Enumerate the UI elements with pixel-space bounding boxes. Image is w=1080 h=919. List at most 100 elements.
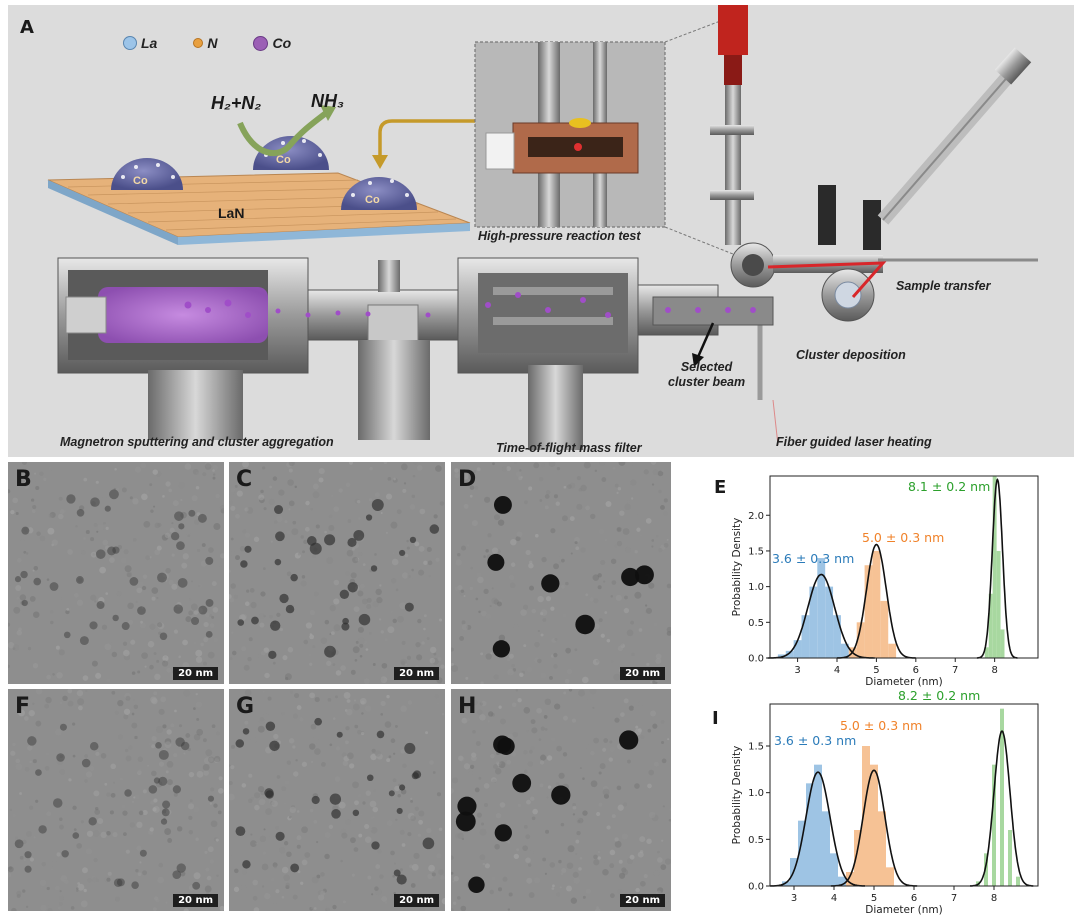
tem-noise [357, 590, 364, 597]
tem-noise [538, 476, 544, 482]
tem-noise [352, 781, 359, 789]
tem-noise [660, 477, 667, 483]
nanoparticle [20, 570, 28, 579]
nanoparticle [429, 524, 440, 534]
tem-noise [84, 779, 88, 783]
tem-noise [481, 822, 485, 826]
tem-noise [287, 646, 294, 653]
tem-noise [254, 804, 260, 811]
tem-noise [638, 628, 643, 632]
tem-noise [151, 596, 156, 601]
tem-noise [195, 649, 203, 657]
tem-noise [536, 707, 542, 714]
tem-noise [328, 525, 335, 532]
series-label: 5.0 ± 0.3 nm [840, 718, 922, 733]
tem-noise [649, 710, 657, 717]
tem-noise [395, 818, 398, 821]
tem-noise [315, 524, 320, 529]
tem-noise [515, 536, 521, 542]
tem-noise [268, 832, 274, 838]
tem-noise [260, 650, 266, 656]
tem-noise [229, 851, 233, 857]
tem-noise [296, 810, 300, 813]
tem-noise [35, 799, 39, 803]
tem-noise [335, 746, 341, 751]
tem-noise [379, 874, 384, 879]
tem-noise [320, 890, 326, 896]
tem-noise [335, 695, 338, 699]
tem-noise [371, 748, 376, 753]
tem-noise [141, 652, 148, 659]
tem-noise [628, 705, 634, 711]
tem-noise [24, 767, 30, 772]
nanoparticle [487, 553, 505, 571]
tem-noise [138, 810, 144, 816]
tem-noise [150, 509, 154, 513]
nanoparticle [191, 616, 200, 626]
tem-noise [110, 763, 116, 770]
tem-noise [279, 627, 284, 632]
tem-noise [21, 462, 27, 465]
tem-noise [480, 681, 484, 684]
tem-noise [506, 657, 511, 662]
tem-noise [233, 886, 240, 893]
tem-noise [359, 655, 363, 658]
tem-noise [650, 462, 657, 465]
tem-noise [555, 782, 560, 786]
tem-noise [587, 698, 591, 703]
tem-noise [640, 735, 645, 740]
tem-noise [331, 631, 335, 636]
tem-noise [248, 486, 251, 489]
tem-noise [661, 839, 664, 842]
nanoparticle [404, 602, 414, 612]
tem-noise [83, 888, 87, 893]
tem-noise [58, 649, 65, 656]
tem-noise [183, 752, 186, 755]
tem-noise [647, 783, 652, 789]
tem-noise [250, 601, 257, 609]
tem-noise [116, 487, 120, 491]
nanoparticle [376, 730, 385, 739]
scale-bar: 20 nm [173, 667, 218, 680]
tem-noise [59, 890, 62, 893]
tem-noise [334, 776, 341, 783]
tem-noise [312, 491, 320, 499]
tem-noise [341, 832, 348, 839]
tem-noise [267, 696, 272, 701]
tem-noise [560, 872, 564, 876]
tem-noise [393, 892, 396, 895]
tem-noise [313, 907, 317, 910]
tem-noise [351, 547, 355, 551]
tem-noise [551, 887, 555, 891]
tem-noise [196, 770, 204, 778]
tem-noise [275, 889, 280, 894]
tem-noise [366, 603, 372, 610]
tem-noise [578, 689, 585, 697]
tem-noise [324, 832, 331, 839]
tem-noise [580, 547, 586, 553]
tem-noise [353, 699, 357, 702]
tem-noise [566, 885, 572, 892]
tem-noise [589, 597, 594, 602]
nanoparticle [96, 601, 105, 610]
tem-noise [526, 729, 529, 733]
tem-noise [209, 802, 213, 805]
tem-noise [537, 658, 542, 664]
tem-noise [497, 601, 502, 607]
tem-noise [19, 792, 22, 795]
tem-noise [108, 557, 115, 563]
tem-noise [243, 664, 250, 671]
tem-noise [147, 640, 155, 648]
tem-noise [344, 740, 349, 745]
product-formula: NH₃ [311, 91, 344, 111]
tem-noise [313, 591, 319, 597]
tem-noise [507, 840, 511, 844]
tem-noise [488, 711, 494, 717]
tem-noise [523, 769, 528, 774]
nanoparticle [176, 863, 186, 873]
tem-noise [165, 481, 171, 487]
tem-noise [117, 734, 124, 740]
tem-noise [435, 465, 442, 472]
tem-noise [552, 884, 555, 888]
nanoparticle [621, 567, 640, 587]
